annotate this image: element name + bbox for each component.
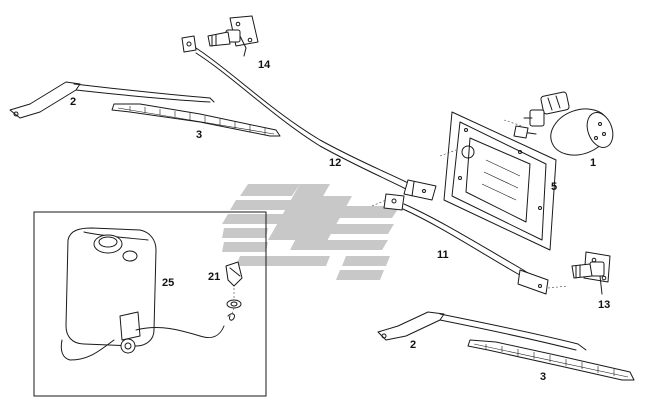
part-12-link-rod — [181, 35, 437, 201]
part-3-wiper-blade-upper — [111, 103, 281, 137]
label-part-14: 14 — [258, 59, 271, 71]
part-21-washer-nozzle — [225, 261, 243, 321]
part-1-wiper-motor — [513, 91, 614, 156]
label-part-1: 1 — [590, 157, 596, 169]
label-part-21: 21 — [208, 271, 220, 283]
part-5-mounting-plate — [439, 111, 557, 251]
label-part-3-upper: 3 — [196, 129, 202, 141]
washer-inset-box — [33, 211, 267, 397]
label-part-2-upper: 2 — [70, 96, 76, 108]
part-14-pivot-bracket — [207, 15, 259, 57]
part-25-washer-reservoir — [60, 227, 225, 361]
part-11-link-rod — [371, 193, 569, 295]
label-part-12: 12 — [329, 157, 341, 169]
part-labels: 1 2 2 3 3 5 11 12 13 14 21 25 — [70, 59, 610, 383]
label-part-2-lower: 2 — [410, 339, 416, 351]
label-part-5: 5 — [551, 181, 557, 193]
watermark-logo — [222, 184, 400, 280]
part-3-wiper-blade-lower — [467, 339, 635, 381]
label-part-3-lower: 3 — [540, 371, 546, 383]
part-2-wiper-arm-upper — [9, 81, 215, 119]
part-13-pivot-bracket — [571, 251, 611, 295]
label-part-25: 25 — [162, 277, 174, 289]
label-part-11: 11 — [437, 249, 449, 261]
part-2-wiper-arm-lower — [377, 311, 587, 351]
label-part-13: 13 — [598, 299, 610, 311]
